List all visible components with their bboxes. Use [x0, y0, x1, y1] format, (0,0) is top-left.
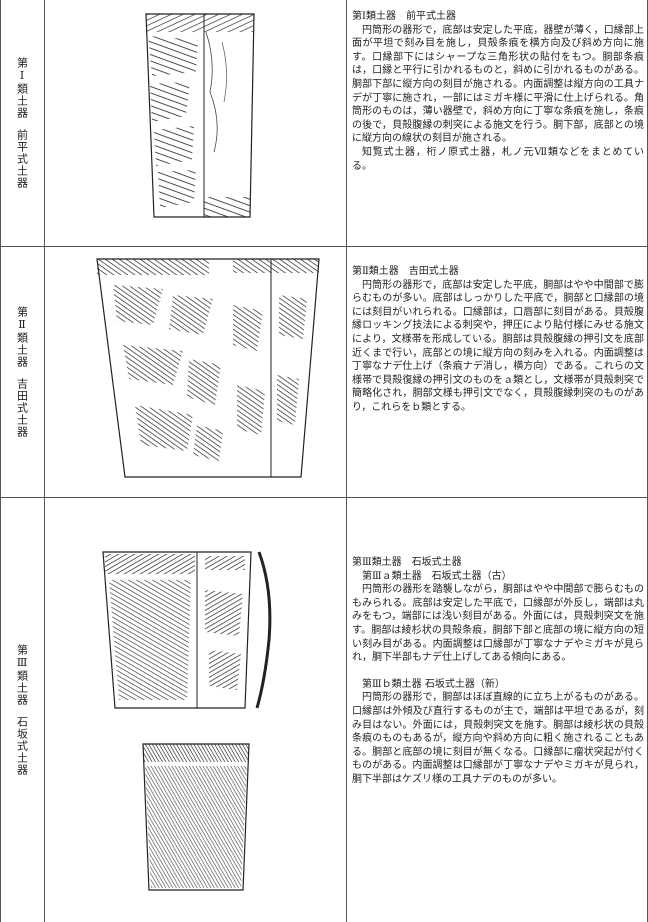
pottery-type2-drawing [96, 258, 320, 478]
description-cell: 第Ⅲ類土器 石坂式土器 第Ⅲａ類土器 石坂式土器（古） 円筒形の器形を踏襲しなが… [352, 556, 644, 787]
row-divider-2 [0, 497, 648, 498]
illustration-cell [45, 498, 346, 922]
row-label-cell: 第Ⅰ類土器前平式土器 [0, 0, 44, 246]
description-paragraph: 知覧式土器，桁ノ原式土器，札ノ元Ⅶ類などをまとめている。 [352, 146, 644, 172]
pottery-type1-drawing [145, 13, 255, 218]
type-label: 第Ⅰ類土器 [15, 57, 29, 119]
type-label: 第Ⅲ類土器 [15, 644, 29, 706]
description-paragraph: 円筒形の器形で，底部は安定した平底，胴部はやや中間部で膨らむものが多い。底部はし… [352, 279, 644, 413]
description-paragraph: 円筒形の器形で，底部は安定した平底，器壁が薄く，口縁部上面が平坦で刻み目を施し，… [352, 24, 644, 145]
pottery-type3a-drawing [102, 551, 272, 709]
table-row-type1: 第Ⅰ類土器前平式土器 [0, 0, 648, 246]
column-divider-text [346, 0, 347, 922]
type-sublabel: 前平式土器 [15, 129, 29, 189]
subtype-heading: 第Ⅲａ類土器 石坂式土器（古） [362, 570, 512, 582]
illustration-cell [45, 247, 346, 497]
type-heading: 第Ⅲ類土器 石坂式土器 [352, 557, 462, 568]
description-paragraph: 円筒形の器形で，胴部はほぼ直線的に立ち上がるものがある。口縁部は外傾及び直行する… [352, 692, 644, 785]
type-sublabel: 石坂式土器 [15, 716, 29, 776]
row-label-cell: 第Ⅱ類土器吉田式土器 [0, 247, 44, 497]
type-label: 第Ⅱ類土器 [15, 306, 29, 368]
subtype-heading: 第Ⅲｂ類土器 石坂式土器（新） [362, 678, 505, 690]
description-cell: 第Ⅰ類土器 前平式土器 円筒形の器形で，底部は安定した平底，器壁が薄く，口縁部上… [352, 10, 644, 173]
type-heading: 第Ⅱ類土器 吉田式土器 [352, 266, 459, 277]
column-divider-label [44, 0, 45, 922]
row-label-cell: 第Ⅲ類土器石坂式土器 [0, 498, 44, 922]
row-divider-1 [0, 246, 648, 247]
type-heading: 第Ⅰ類土器 前平式土器 [352, 11, 456, 22]
pottery-type3b-drawing [142, 743, 250, 891]
illustration-cell [45, 0, 346, 246]
table-row-type2: 第Ⅱ類土器吉田式土器 [0, 247, 648, 497]
type-sublabel: 吉田式土器 [15, 378, 29, 438]
table-border-left [0, 0, 1, 922]
description-cell: 第Ⅱ類土器 吉田式土器 円筒形の器形で，底部は安定した平底，胴部はやや中間部で膨… [352, 265, 644, 415]
table-row-type3: 第Ⅲ類土器石坂式土器 [0, 498, 648, 922]
description-paragraph: 円筒形の器形を踏襲しながら，胴部はやや中間部で膨らむものもみられる。底部は安定し… [352, 584, 644, 664]
